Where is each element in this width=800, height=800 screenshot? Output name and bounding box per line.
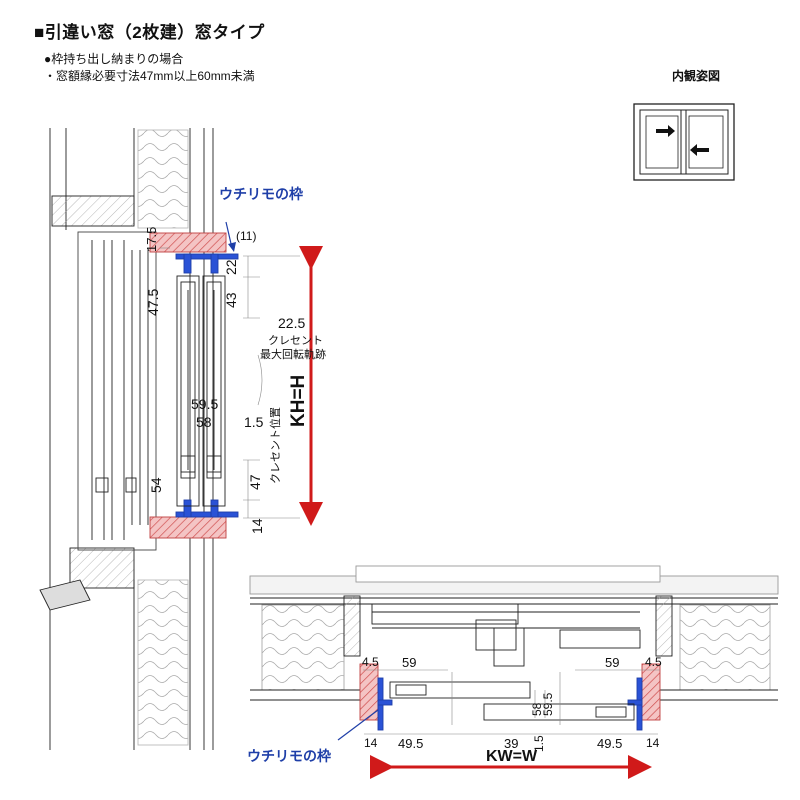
kw-label: KW=W (486, 748, 538, 765)
dim-h-59-5: 59.5 (541, 692, 555, 716)
horizontal-section (249, 565, 779, 741)
dim-43: 43 (223, 292, 239, 308)
vertical-frame-label: ウチリモの枠 (219, 186, 303, 202)
horizontal-frame-label: ウチリモの枠 (247, 748, 331, 764)
dim-22: 22 (223, 259, 239, 275)
dim-bottom-14-left: 14 (364, 736, 378, 750)
dim-17-5: 17.5 (144, 226, 159, 252)
note-line-1: ●枠持ち出し納まりの場合 (44, 52, 184, 66)
dim-bottom-49-5-right: 49.5 (597, 736, 623, 751)
crescent-position-label: クレセント位置 (270, 407, 282, 484)
crescent-label-1: クレセント (268, 335, 323, 347)
dim-bottom-39: 39 (504, 736, 519, 751)
dim-14: 14 (249, 518, 265, 534)
dim-bottom-49-5-left: 49.5 (398, 736, 424, 751)
dim-54: 54 (148, 477, 164, 493)
dim-left-59: 59 (402, 655, 417, 670)
dim-47-5: 47.5 (145, 288, 161, 316)
dim-11: (11) (236, 229, 257, 243)
dim-left-4-5: 4.5 (362, 655, 379, 669)
crescent-label-2: 最大回転軌跡 (260, 349, 326, 361)
dim-1-5: 1.5 (244, 414, 264, 430)
dim-right-4-5: 4.5 (645, 655, 662, 669)
dim-59-5: 59.5 (191, 396, 219, 412)
inner-view-label: 内観姿図 (672, 69, 721, 83)
page-title: ■引違い窓（2枚建）窓タイプ (34, 23, 265, 42)
kh-label: KH=H (288, 374, 309, 427)
dim-58: 58 (196, 414, 212, 430)
dim-right-59: 59 (605, 655, 620, 670)
dim-47: 47 (247, 474, 263, 490)
vertical-section (39, 128, 300, 750)
inner-elevation-figure (633, 103, 735, 181)
note-line-2: ・窓額縁必要寸法47mm以上60mm未満 (44, 69, 255, 83)
dim-bottom-14-right: 14 (646, 736, 660, 750)
dim-22-5: 22.5 (278, 315, 306, 331)
